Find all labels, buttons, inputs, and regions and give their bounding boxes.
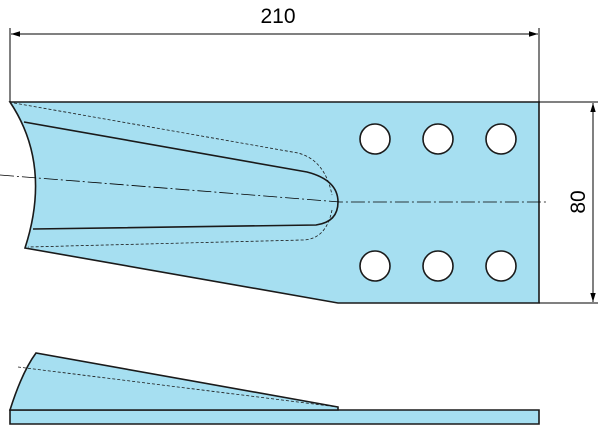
length-dimension-value: 210 (260, 5, 295, 28)
mounting-hole (359, 250, 391, 282)
side-bevel-outline (8, 352, 339, 411)
hidden-line-lower (27, 209, 333, 248)
blade-outline (8, 101, 540, 304)
width-dimension-value: 80 (567, 190, 590, 213)
mounting-hole (359, 123, 391, 155)
mounting-holes (359, 123, 517, 282)
side-hidden-line (17, 366, 339, 408)
width-dimension: 80 (539, 101, 598, 304)
mounting-hole (485, 123, 517, 155)
mounting-hole (422, 123, 454, 155)
mounting-hole (422, 250, 454, 282)
hidden-line-upper (13, 102, 333, 196)
center-line (0, 174, 548, 203)
mounting-hole (485, 250, 517, 282)
side-profile-outline (9, 409, 540, 425)
blade-top-view (0, 101, 548, 304)
blade-side-view (8, 352, 540, 425)
length-dimension: 210 (9, 5, 540, 102)
